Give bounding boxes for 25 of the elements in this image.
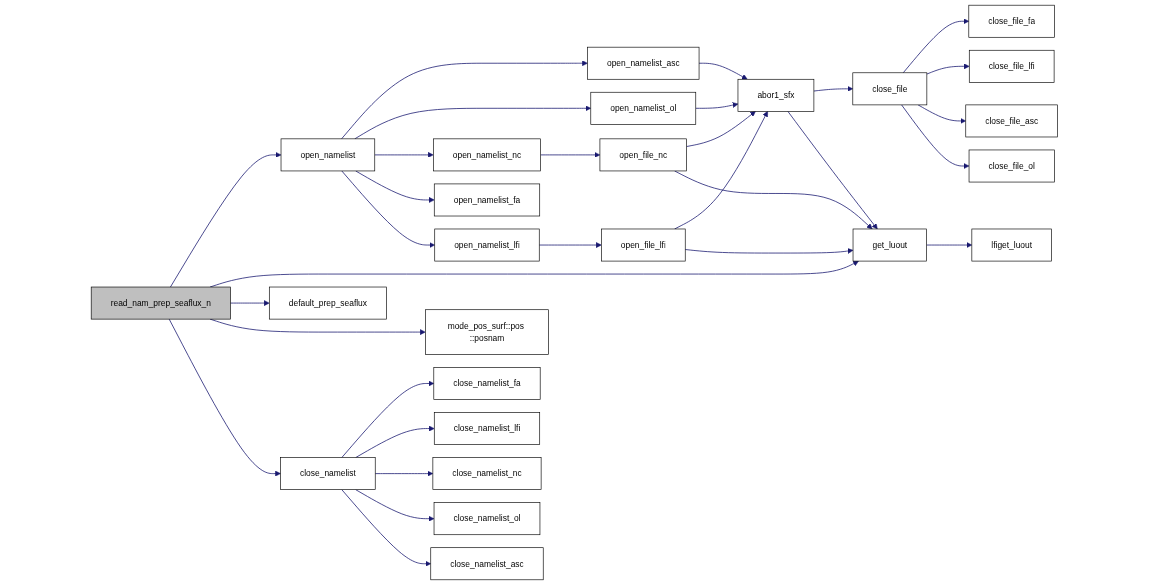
node-box: get_luout — [852, 228, 928, 262]
node-box: close_namelist_nc — [432, 457, 542, 490]
node-box: open_namelist_nc — [433, 138, 542, 172]
node-box: close_namelist_asc — [430, 547, 544, 581]
node-box: open_namelist_ol — [590, 91, 697, 125]
node-box: close_file_fa — [968, 4, 1055, 38]
node-box: close_file_lfi — [969, 49, 1055, 83]
node-box: close_namelist — [280, 457, 376, 490]
node-box: open_file_lfi — [601, 228, 686, 262]
node-box: open_namelist_asc — [587, 46, 700, 80]
node-box: open_namelist_lfi — [434, 228, 540, 262]
node-box: close_file_asc — [965, 104, 1059, 138]
node-box: close_file_ol — [968, 149, 1055, 183]
node-box: close_namelist_fa — [433, 367, 541, 400]
node-box: abor1_sfx — [737, 78, 815, 112]
node-box: close_namelist_ol — [433, 502, 541, 536]
node-box: read_nam_prep_seaflux_n — [90, 286, 231, 320]
node-box: close_file — [852, 72, 928, 106]
node-box: default_prep_seaflux — [269, 286, 387, 320]
node-box: open_file_nc — [599, 138, 688, 172]
node-box: close_namelist_lfi — [434, 412, 541, 445]
node-box: open_namelist_fa — [434, 183, 541, 217]
node-box: open_namelist — [280, 138, 376, 172]
node-box: lfiget_luout — [971, 228, 1052, 262]
node-box: mode_pos_surf::pos ::posnam — [425, 309, 549, 355]
